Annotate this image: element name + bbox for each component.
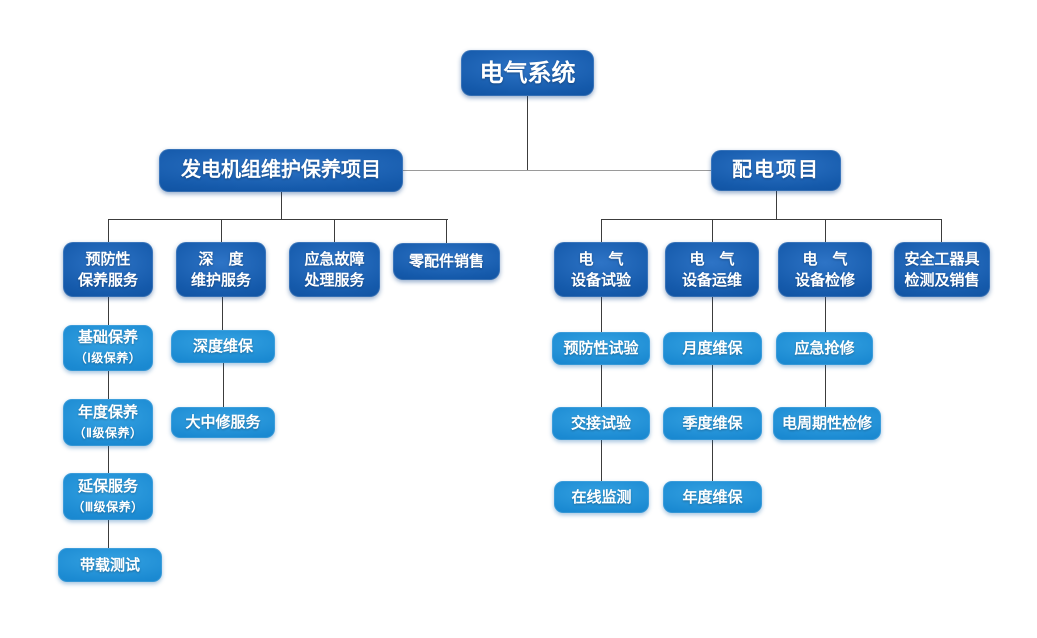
node-annual-maintenance: 年度保养 （Ⅱ级保养） bbox=[63, 399, 153, 446]
connector-line bbox=[601, 365, 602, 407]
node-label: 月度维保 bbox=[682, 340, 743, 357]
node-label: 交接试验 bbox=[570, 415, 631, 432]
node-major-overhaul: 大中修服务 bbox=[171, 407, 275, 438]
node-extended-warranty: 延保服务 （Ⅲ级保养） bbox=[63, 473, 153, 520]
node-online-monitoring: 在线监测 bbox=[554, 481, 649, 513]
node-root-label: 电气系统 bbox=[479, 59, 576, 87]
node-equipment-testing: 电 气 设备试验 bbox=[554, 242, 648, 297]
node-root: 电气系统 bbox=[461, 50, 594, 96]
connector-line bbox=[108, 371, 109, 399]
connector-line bbox=[334, 219, 335, 242]
node-label: 预防性 bbox=[85, 250, 131, 268]
node-label: 电周期性检修 bbox=[781, 415, 872, 432]
node-label: 在线监测 bbox=[571, 488, 632, 506]
node-emergency-fault-service: 应急故障 处理服务 bbox=[289, 242, 380, 297]
node-safety-tools: 安全工器具 检测及销售 bbox=[894, 242, 990, 297]
connector-line bbox=[825, 297, 826, 332]
connector-line bbox=[601, 219, 942, 220]
node-generator-project-label: 发电机组维护保养项目 bbox=[181, 159, 381, 181]
node-label: 延保服务 bbox=[77, 477, 138, 495]
node-label: 深度维保 bbox=[192, 338, 253, 355]
node-emergency-repair: 应急抢修 bbox=[776, 332, 873, 365]
connector-line bbox=[281, 192, 282, 220]
node-label: 维护服务 bbox=[190, 271, 251, 289]
node-label: 电 气 bbox=[689, 250, 735, 268]
node-label: 深 度 bbox=[198, 250, 244, 268]
node-label: 设备试验 bbox=[570, 271, 631, 289]
node-label: 预防性试验 bbox=[563, 340, 639, 357]
node-preventive-maintenance-service: 预防性 保养服务 bbox=[63, 242, 153, 297]
connector-line bbox=[222, 297, 223, 330]
node-deep-maintenance-service: 深 度 维护服务 bbox=[176, 242, 266, 297]
connector-line bbox=[403, 170, 711, 171]
connector-line bbox=[712, 297, 713, 332]
connector-line bbox=[223, 363, 224, 407]
node-label: 零配件销售 bbox=[408, 253, 484, 270]
connector-line bbox=[108, 446, 109, 473]
node-label: 年度保养 bbox=[77, 403, 138, 421]
connector-line bbox=[108, 219, 448, 220]
connector-line bbox=[712, 219, 713, 242]
node-load-test: 带载测试 bbox=[58, 548, 162, 582]
node-preventive-test: 预防性试验 bbox=[552, 332, 650, 365]
node-label: 季度维保 bbox=[682, 415, 743, 432]
connector-line bbox=[108, 219, 109, 242]
node-label: 处理服务 bbox=[304, 271, 365, 289]
node-label: 电 气 bbox=[802, 250, 848, 268]
node-distribution-project-label: 配电项目 bbox=[732, 159, 820, 181]
node-label: （Ⅰ级保养） bbox=[74, 351, 142, 365]
node-equipment-operations: 电 气 设备运维 bbox=[665, 242, 759, 297]
node-label: （Ⅲ级保养） bbox=[72, 499, 144, 514]
connector-line bbox=[601, 297, 602, 332]
node-label: 基础保养 bbox=[77, 329, 138, 346]
node-label: 安全工器具 bbox=[904, 250, 980, 268]
node-label: 大中修服务 bbox=[185, 414, 261, 431]
node-label: 应急故障 bbox=[304, 250, 365, 268]
node-basic-maintenance: 基础保养 （Ⅰ级保养） bbox=[63, 325, 153, 371]
node-periodic-inspection: 电周期性检修 bbox=[773, 407, 881, 440]
connector-line bbox=[712, 440, 713, 481]
connector-line bbox=[941, 219, 942, 242]
node-equipment-overhaul: 电 气 设备检修 bbox=[778, 242, 872, 297]
node-label: 电 气 bbox=[578, 250, 624, 268]
connector-line bbox=[108, 297, 109, 325]
connector-line bbox=[825, 219, 826, 242]
node-spare-parts-sales: 零配件销售 bbox=[393, 243, 500, 280]
node-label: 检测及销售 bbox=[904, 271, 980, 289]
connector-line bbox=[601, 440, 602, 481]
node-label: 设备运维 bbox=[681, 271, 742, 289]
node-label: 保养服务 bbox=[77, 271, 138, 289]
node-quarterly-maintenance: 季度维保 bbox=[663, 407, 762, 440]
node-monthly-maintenance: 月度维保 bbox=[663, 332, 762, 365]
node-handover-test: 交接试验 bbox=[552, 407, 650, 440]
connector-line bbox=[712, 365, 713, 407]
connector-line bbox=[446, 219, 447, 243]
node-label: 设备检修 bbox=[794, 271, 855, 289]
connector-line bbox=[527, 96, 528, 171]
connector-line bbox=[776, 191, 777, 220]
connector-line bbox=[108, 520, 109, 548]
connector-line bbox=[221, 219, 222, 242]
node-label: 年度维保 bbox=[682, 488, 743, 506]
node-generator-project: 发电机组维护保养项目 bbox=[159, 149, 403, 192]
connector-line bbox=[601, 219, 602, 242]
node-label: （Ⅱ级保养） bbox=[73, 425, 143, 440]
connector-line bbox=[825, 365, 826, 407]
node-yearly-maintenance: 年度维保 bbox=[663, 481, 762, 513]
node-deep-maintenance-item: 深度维保 bbox=[171, 330, 275, 363]
node-label: 应急抢修 bbox=[794, 340, 855, 357]
node-label: 带载测试 bbox=[79, 556, 140, 574]
node-distribution-project: 配电项目 bbox=[711, 150, 841, 191]
